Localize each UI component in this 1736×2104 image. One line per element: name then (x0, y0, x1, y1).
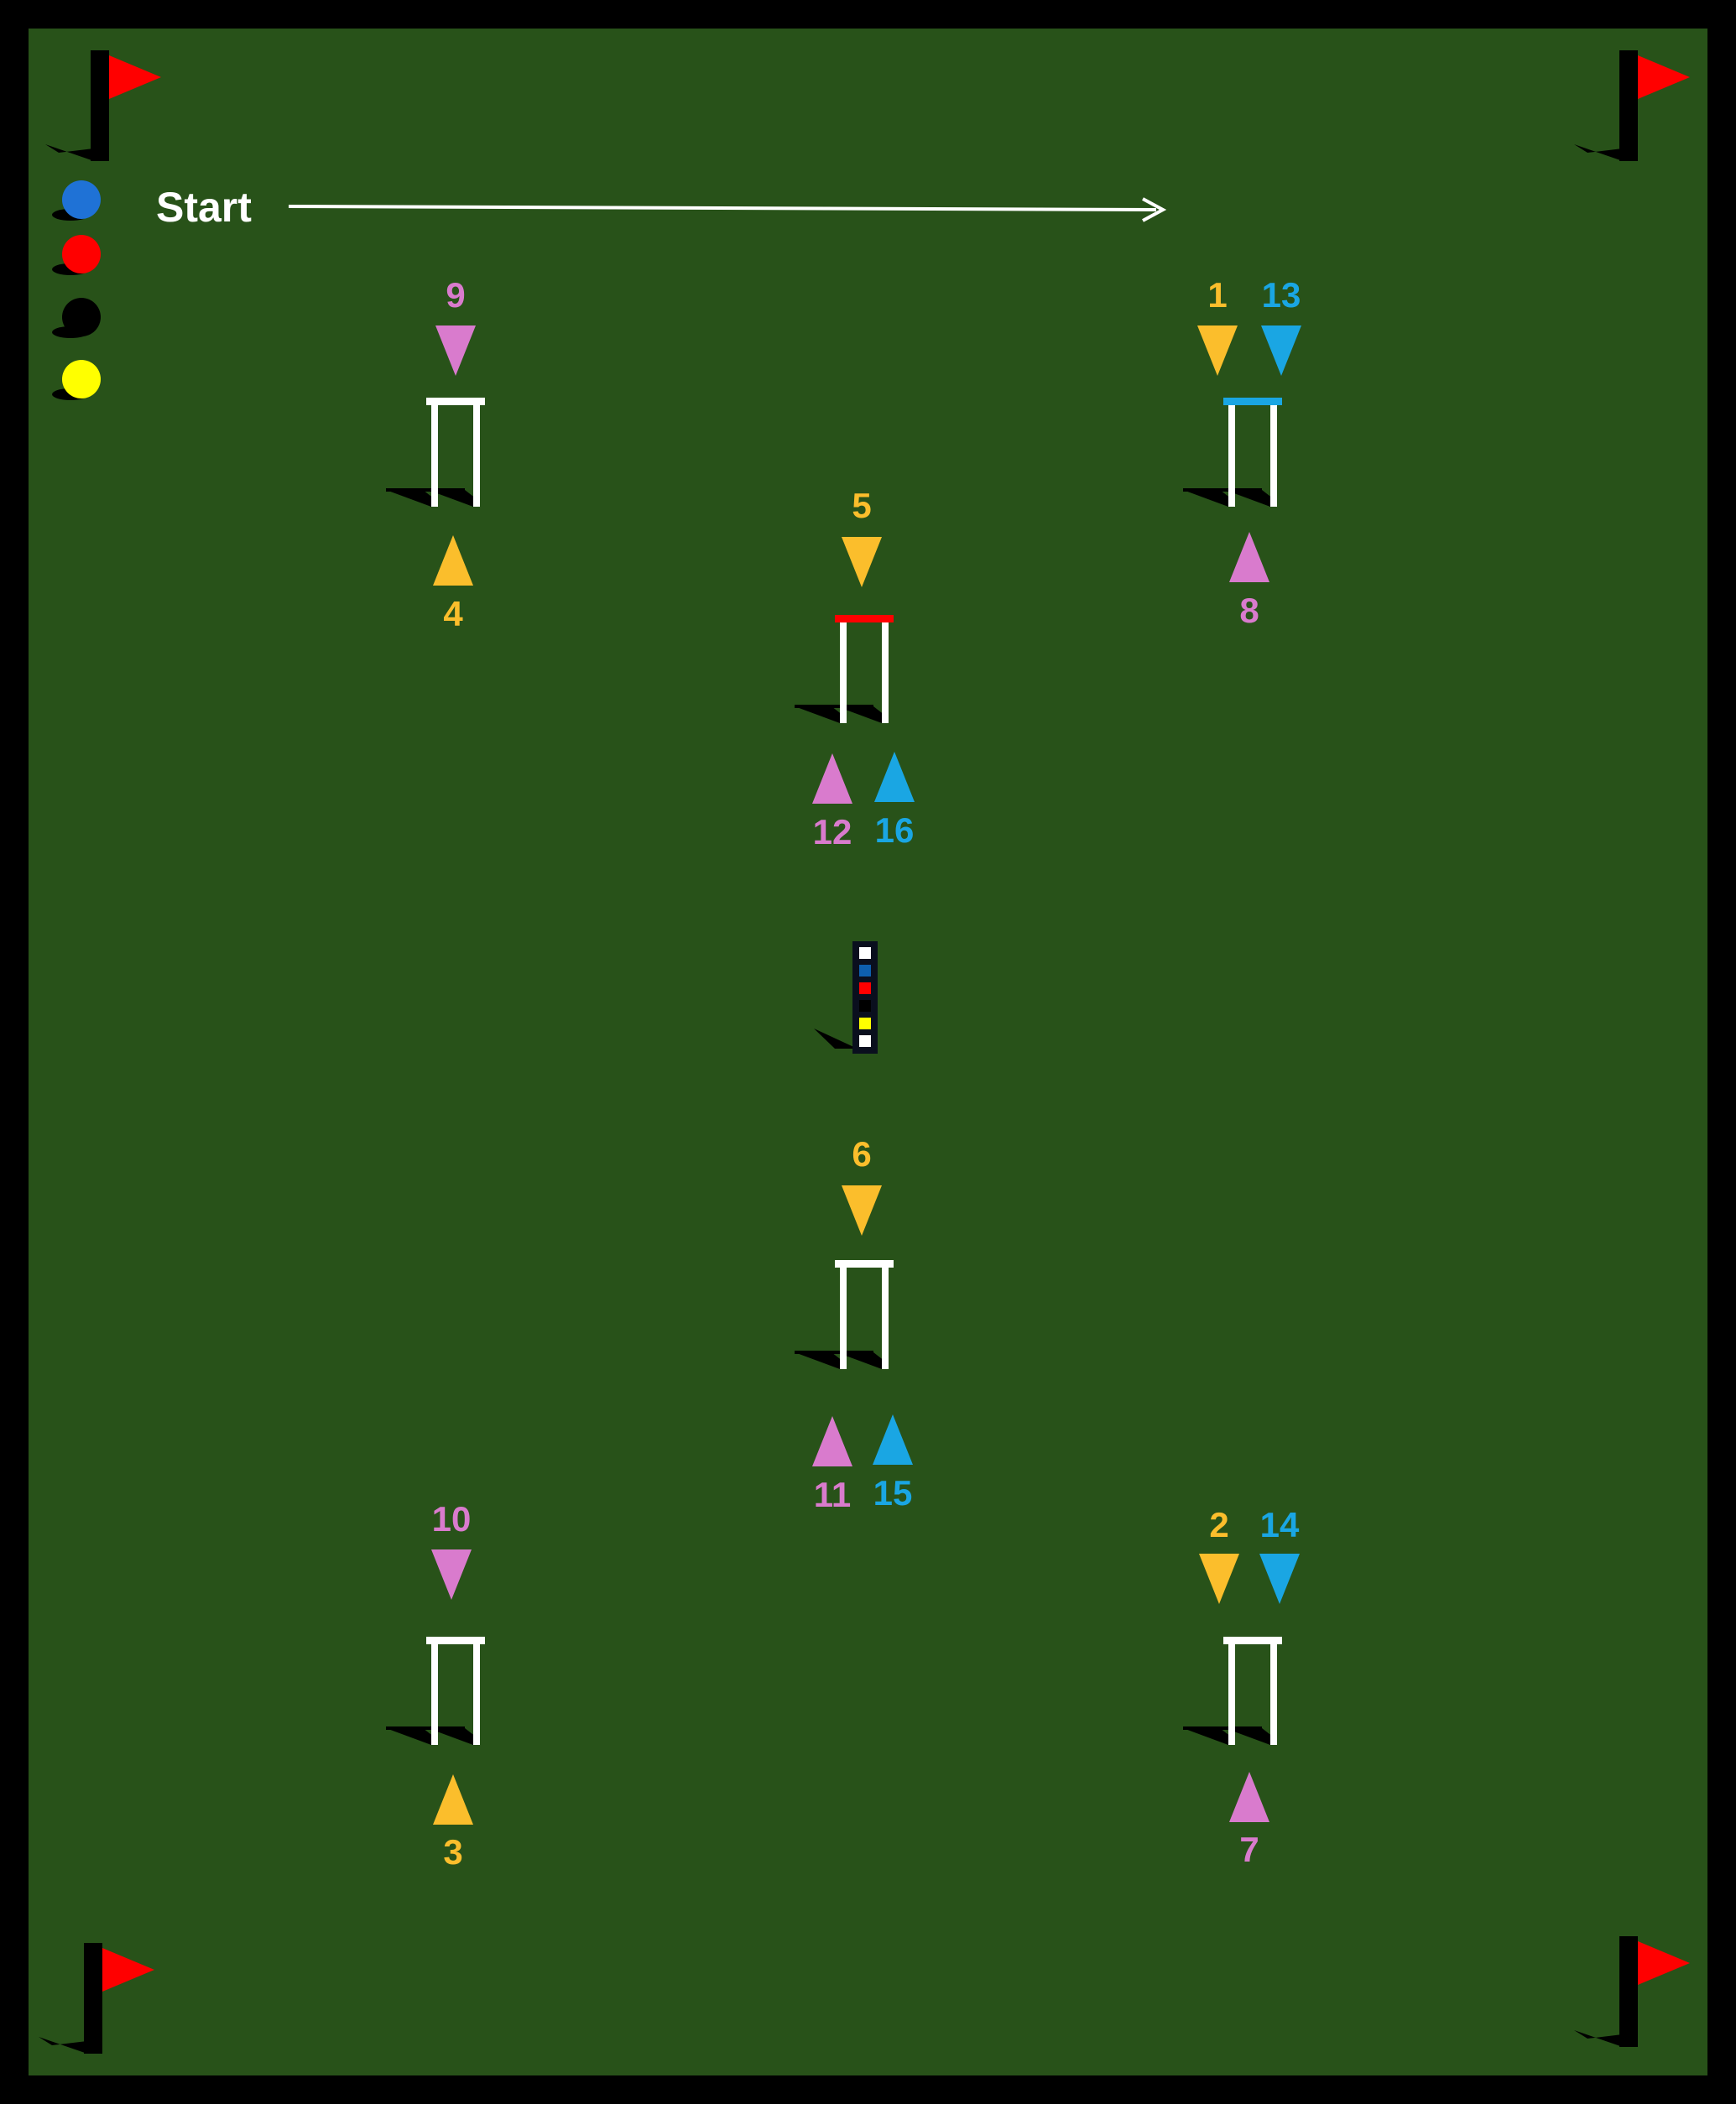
peg-band (859, 1018, 871, 1029)
corner-flag-top-right (1574, 50, 1690, 161)
peg-band (859, 1035, 871, 1047)
clip-number: 11 (813, 1475, 852, 1514)
clip-number: 15 (873, 1473, 913, 1513)
hoop-top-left (386, 398, 485, 507)
corner-flag-bottom-right (1574, 1936, 1690, 2047)
clip-number: 6 (852, 1134, 872, 1174)
hoop-top-right (1183, 398, 1282, 507)
hoop-bottom-left (386, 1637, 485, 1745)
corner-flag-top-left (45, 50, 161, 161)
hoop-clip-3 (433, 1774, 473, 1825)
hoop-clip-15 (873, 1414, 913, 1465)
clip-number: 14 (1259, 1505, 1300, 1544)
clip-number: 3 (443, 1832, 463, 1872)
hoop-clip-2 (1199, 1554, 1239, 1604)
clip-number: 7 (1239, 1830, 1259, 1869)
hoop-upper-center (795, 615, 894, 723)
corner-flag-bottom-left (39, 1943, 154, 2054)
peg-band (859, 947, 871, 959)
hoop-clip-4 (433, 535, 473, 586)
hoop-clip-7 (1229, 1772, 1269, 1822)
start-label: Start (156, 184, 252, 231)
clip-number: 5 (852, 486, 872, 525)
hoop-lower-center (795, 1260, 894, 1369)
ball-black (52, 298, 101, 338)
clip-number: 2 (1209, 1505, 1229, 1544)
ball-yellow (52, 360, 101, 400)
hoop-clip-13 (1261, 325, 1301, 376)
clip-number: 4 (443, 594, 463, 633)
center-peg (814, 941, 878, 1054)
hoop-clip-6 (842, 1185, 882, 1236)
start-arrow (288, 197, 1167, 222)
peg-band (859, 965, 871, 976)
ball-red (52, 235, 101, 275)
hoop-clip-14 (1259, 1554, 1300, 1604)
hoop-clip-10 (431, 1549, 472, 1600)
hoop-clip-8 (1229, 532, 1269, 582)
clip-number: 16 (874, 810, 915, 850)
hoop-clip-12 (812, 753, 852, 804)
peg-band (859, 1000, 871, 1012)
clip-number: 13 (1261, 275, 1301, 315)
hoop-clip-5 (842, 537, 882, 587)
peg-band (859, 982, 871, 994)
clip-number: 1 (1207, 275, 1228, 315)
hoop-clip-11 (812, 1416, 852, 1466)
clip-number: 9 (446, 275, 466, 315)
hoop-clip-16 (874, 752, 915, 802)
clip-number: 8 (1239, 591, 1259, 630)
clip-number: 10 (431, 1499, 472, 1539)
hoop-clip-1 (1197, 325, 1238, 376)
ball-blue (52, 180, 101, 221)
hoop-bottom-right (1183, 1637, 1282, 1745)
clip-number: 12 (812, 812, 852, 851)
hoop-clip-9 (435, 325, 476, 376)
